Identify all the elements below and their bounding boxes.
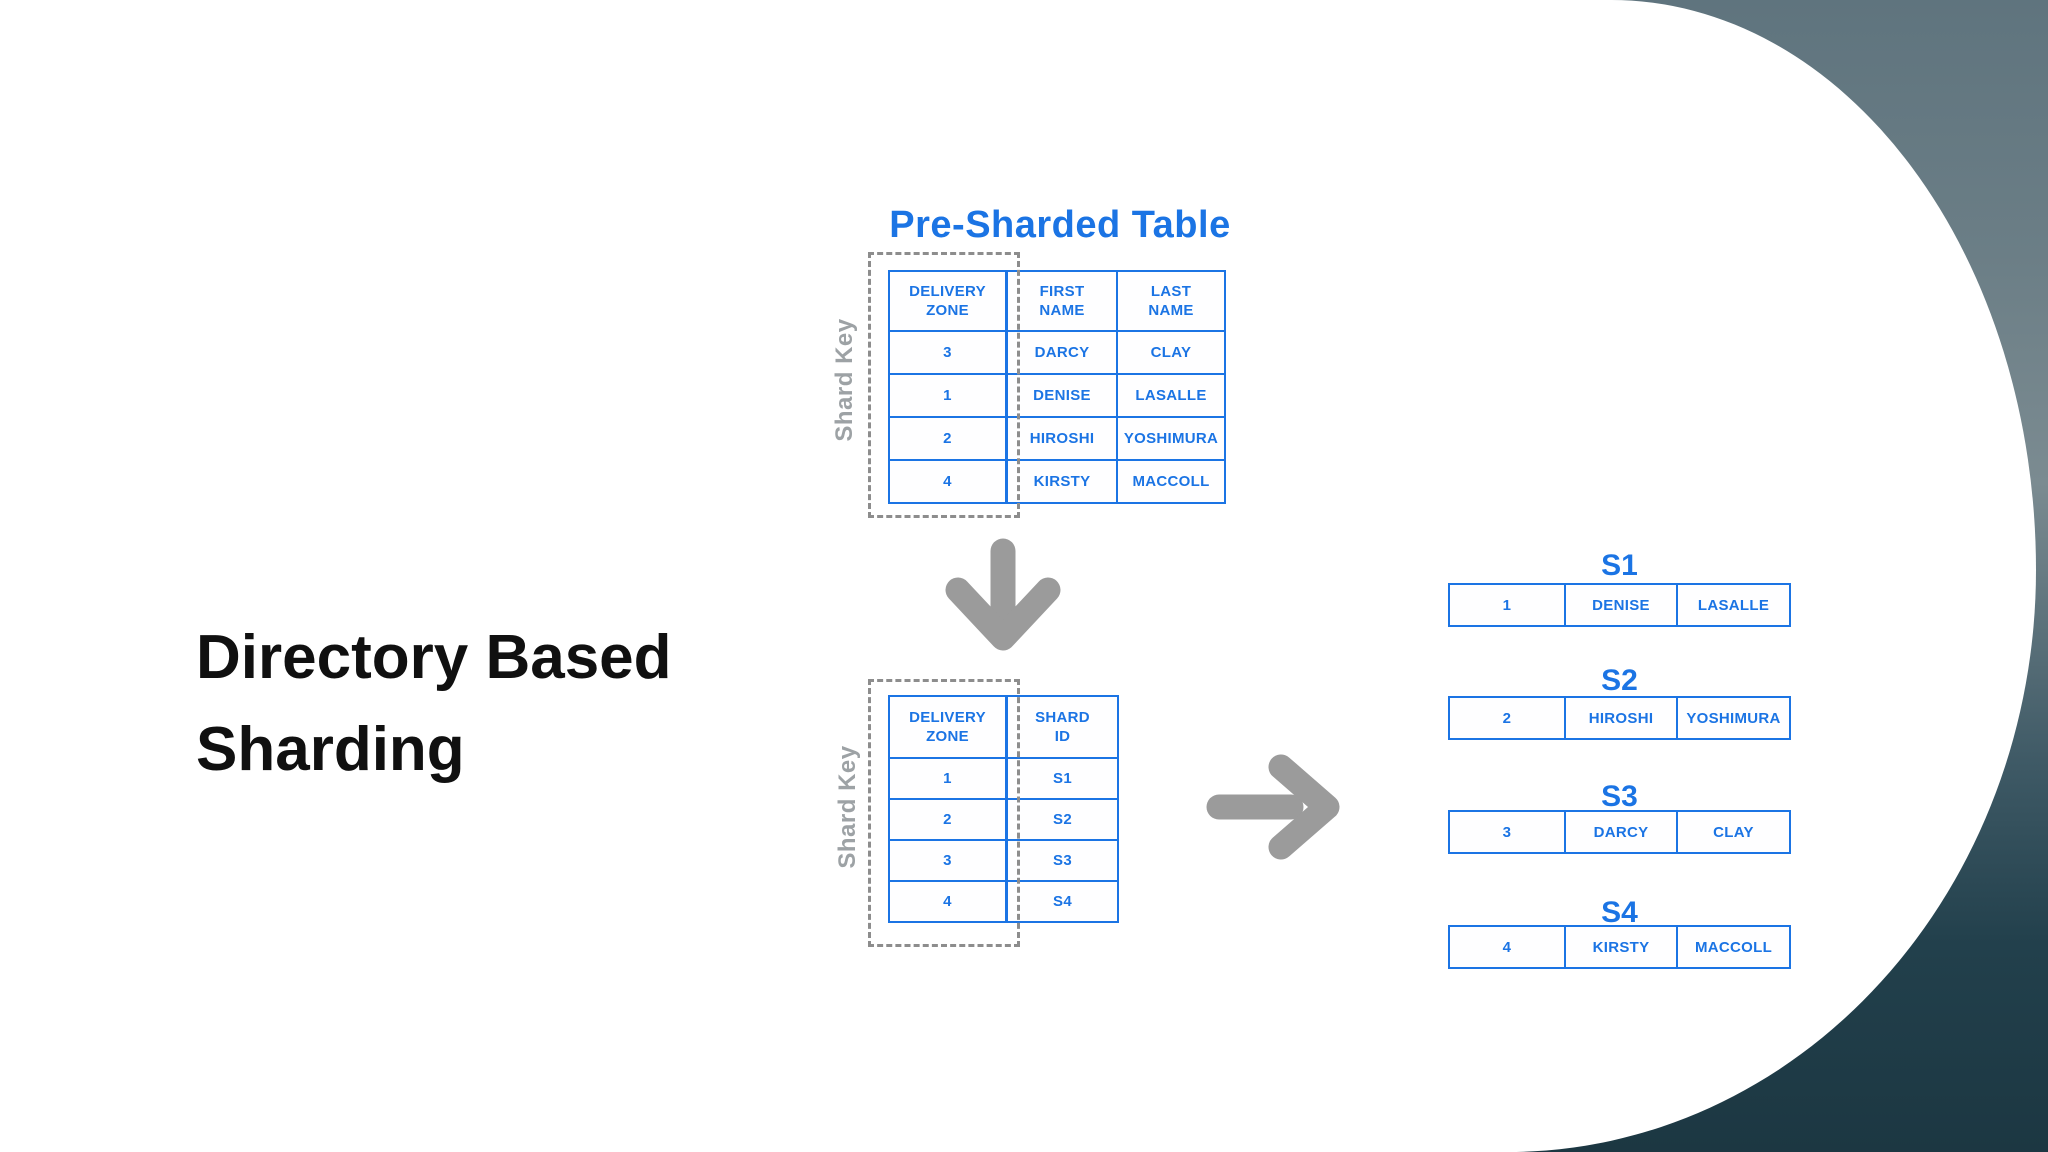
cell-zone: 3 [1448, 810, 1566, 854]
cell-first-name: HIROSHI [1564, 696, 1678, 740]
shard-label-s1: S1 [1601, 549, 1638, 582]
shard-key-label-pre: Shard Key [831, 318, 858, 442]
pre-sharded-key-column: DELIVERY ZONE 3 1 2 4 [888, 270, 1007, 504]
header-line: ZONE [926, 728, 969, 745]
pre-sharded-names-table: FIRST NAME LAST NAME DARCY CLAY DENISE L… [1006, 270, 1226, 504]
table-row: 2 HIROSHI YOSHIMURA [1448, 696, 1791, 740]
cell-zone: 2 [888, 416, 1007, 461]
shard-label-s3: S3 [1601, 780, 1638, 813]
table-row: 1 DENISE LASALLE [1448, 583, 1791, 627]
cell-first-name: DARCY [1564, 810, 1678, 854]
header-cell-last-name: LAST NAME [1116, 270, 1226, 332]
cell-first-name: KIRSTY [1006, 459, 1118, 504]
header-line: ID [1054, 728, 1071, 745]
header-line: NAME [1148, 302, 1194, 319]
header-line: DELIVERY [909, 282, 986, 300]
header-line: FIRST [1039, 282, 1085, 300]
cell-last-name: YOSHIMURA [1676, 696, 1791, 740]
shard-row-s2: 2 HIROSHI YOSHIMURA [1448, 696, 1791, 740]
table-row: 4 [888, 459, 1007, 504]
table-row: 4 [888, 880, 1007, 923]
cell-zone: 4 [1448, 925, 1566, 969]
cell-zone: 3 [888, 839, 1007, 882]
cell-zone: 1 [1448, 583, 1566, 627]
table-row: DENISE LASALLE [1006, 373, 1226, 418]
pre-sharded-table-title: Pre-Sharded Table [889, 204, 1231, 246]
right-arrow-icon [1206, 754, 1340, 860]
table-row: KIRSTY MACCOLL [1006, 459, 1226, 504]
cell-zone: 2 [888, 798, 1007, 841]
table-row: HIROSHI YOSHIMURA [1006, 416, 1226, 461]
table-row: 1 [888, 373, 1007, 418]
cell-first-name: KIRSTY [1564, 925, 1678, 969]
shard-row-s4: 4 KIRSTY MACCOLL [1448, 925, 1791, 969]
cell-shard-id: S4 [1006, 880, 1119, 923]
header-line: LAST [1150, 282, 1192, 300]
shard-row-s1: 1 DENISE LASALLE [1448, 583, 1791, 627]
table-row: S4 [1006, 880, 1119, 923]
header-cell-first-name: FIRST NAME [1006, 270, 1118, 332]
cell-last-name: LASALLE [1676, 583, 1791, 627]
table-row: 1 [888, 757, 1007, 800]
table-header-row: FIRST NAME LAST NAME [1006, 270, 1226, 332]
table-header-row: SHARD ID [1006, 695, 1119, 759]
header-line: ZONE [926, 302, 969, 319]
cell-zone: 2 [1448, 696, 1566, 740]
cell-first-name: HIROSHI [1006, 416, 1118, 461]
cell-zone: 3 [888, 330, 1007, 375]
table-row: 2 [888, 416, 1007, 461]
table-row: 2 [888, 798, 1007, 841]
header-line: DELIVERY [909, 708, 986, 726]
cell-zone: 1 [888, 373, 1007, 418]
table-row: 4 KIRSTY MACCOLL [1448, 925, 1791, 969]
table-row: S3 [1006, 839, 1119, 882]
header-cell-delivery-zone: DELIVERY ZONE [888, 695, 1007, 759]
cell-last-name: CLAY [1116, 330, 1226, 375]
cell-first-name: DENISE [1564, 583, 1678, 627]
table-row: S2 [1006, 798, 1119, 841]
cell-shard-id: S1 [1006, 757, 1119, 800]
down-arrow-icon [945, 538, 1061, 651]
directory-key-column: DELIVERY ZONE 1 2 3 4 [888, 695, 1007, 923]
table-row: 3 [888, 330, 1007, 375]
cell-last-name: YOSHIMURA [1116, 416, 1226, 461]
cell-shard-id: S2 [1006, 798, 1119, 841]
header-line: NAME [1039, 302, 1085, 319]
cell-shard-id: S3 [1006, 839, 1119, 882]
cell-zone: 4 [888, 459, 1007, 504]
shard-label-s2: S2 [1601, 664, 1638, 697]
header-line: SHARD [1035, 708, 1090, 726]
cell-zone: 4 [888, 880, 1007, 923]
cell-first-name: DENISE [1006, 373, 1118, 418]
cell-first-name: DARCY [1006, 330, 1118, 375]
table-row: DARCY CLAY [1006, 330, 1226, 375]
header-cell-shard-id: SHARD ID [1006, 695, 1119, 759]
shard-row-s3: 3 DARCY CLAY [1448, 810, 1791, 854]
table-row: 3 DARCY CLAY [1448, 810, 1791, 854]
cell-last-name: CLAY [1676, 810, 1791, 854]
page-title: Directory Based Sharding [196, 612, 836, 796]
cell-last-name: LASALLE [1116, 373, 1226, 418]
cell-last-name: MACCOLL [1116, 459, 1226, 504]
cell-last-name: MACCOLL [1676, 925, 1791, 969]
table-row: 3 [888, 839, 1007, 882]
table-header-row: DELIVERY ZONE [888, 695, 1007, 759]
table-header-row: DELIVERY ZONE [888, 270, 1007, 332]
table-row: S1 [1006, 757, 1119, 800]
shard-label-s4: S4 [1601, 896, 1638, 929]
directory-shard-id-column: SHARD ID S1 S2 S3 S4 [1006, 695, 1119, 923]
page-title-line2: Sharding [196, 715, 465, 784]
header-cell-delivery-zone: DELIVERY ZONE [888, 270, 1007, 332]
cell-zone: 1 [888, 757, 1007, 800]
shard-key-label-directory: Shard Key [834, 745, 861, 869]
page-title-line1: Directory Based [196, 623, 672, 692]
